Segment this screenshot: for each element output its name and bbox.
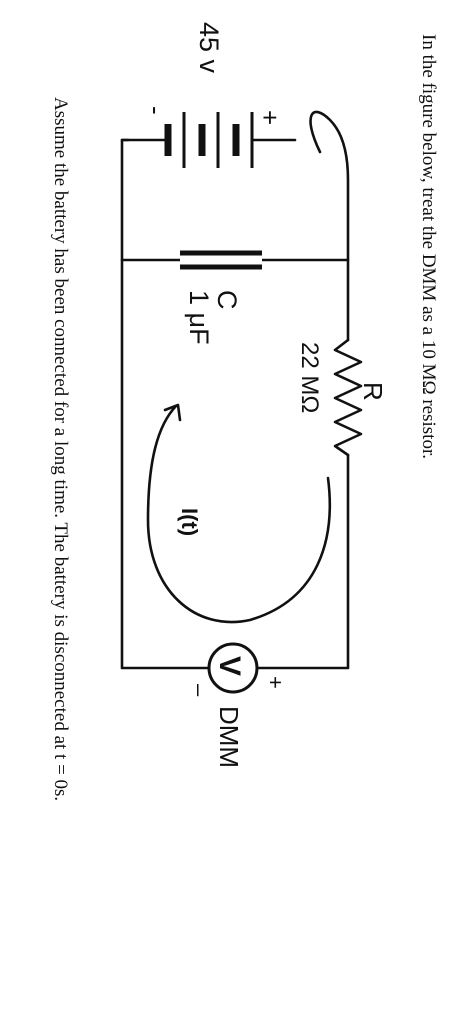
dmm-name: DMM — [214, 706, 244, 768]
wire-bottom — [120, 138, 210, 670]
intro-text: In the figure below, treat the DMM as a … — [418, 34, 439, 459]
capacitor-gap — [180, 254, 262, 266]
current-label: I(t) — [177, 508, 202, 536]
wire-top-right — [256, 453, 350, 670]
current-arrowhead — [163, 403, 182, 422]
assumption-text: Assume the battery has been connected fo… — [50, 97, 71, 801]
battery-minus-label: - — [141, 106, 171, 115]
current-loop-arrow — [146, 404, 332, 624]
dmm-plus-label: + — [263, 676, 288, 689]
resistor-value: 22 MΩ — [296, 342, 323, 413]
dmm-minus-label: – — [187, 684, 212, 697]
wire-top-left — [309, 110, 350, 342]
resistor-name: R — [358, 382, 388, 401]
resistor-zigzag — [333, 338, 363, 457]
dmm-symbol: V — [213, 656, 246, 676]
battery-plus-label: + — [255, 110, 285, 125]
capacitor-name: C — [212, 290, 242, 310]
battery-voltage: 45 v — [194, 22, 224, 74]
capacitor-value: 1 μF — [184, 290, 214, 345]
dmm-circle — [207, 642, 259, 694]
